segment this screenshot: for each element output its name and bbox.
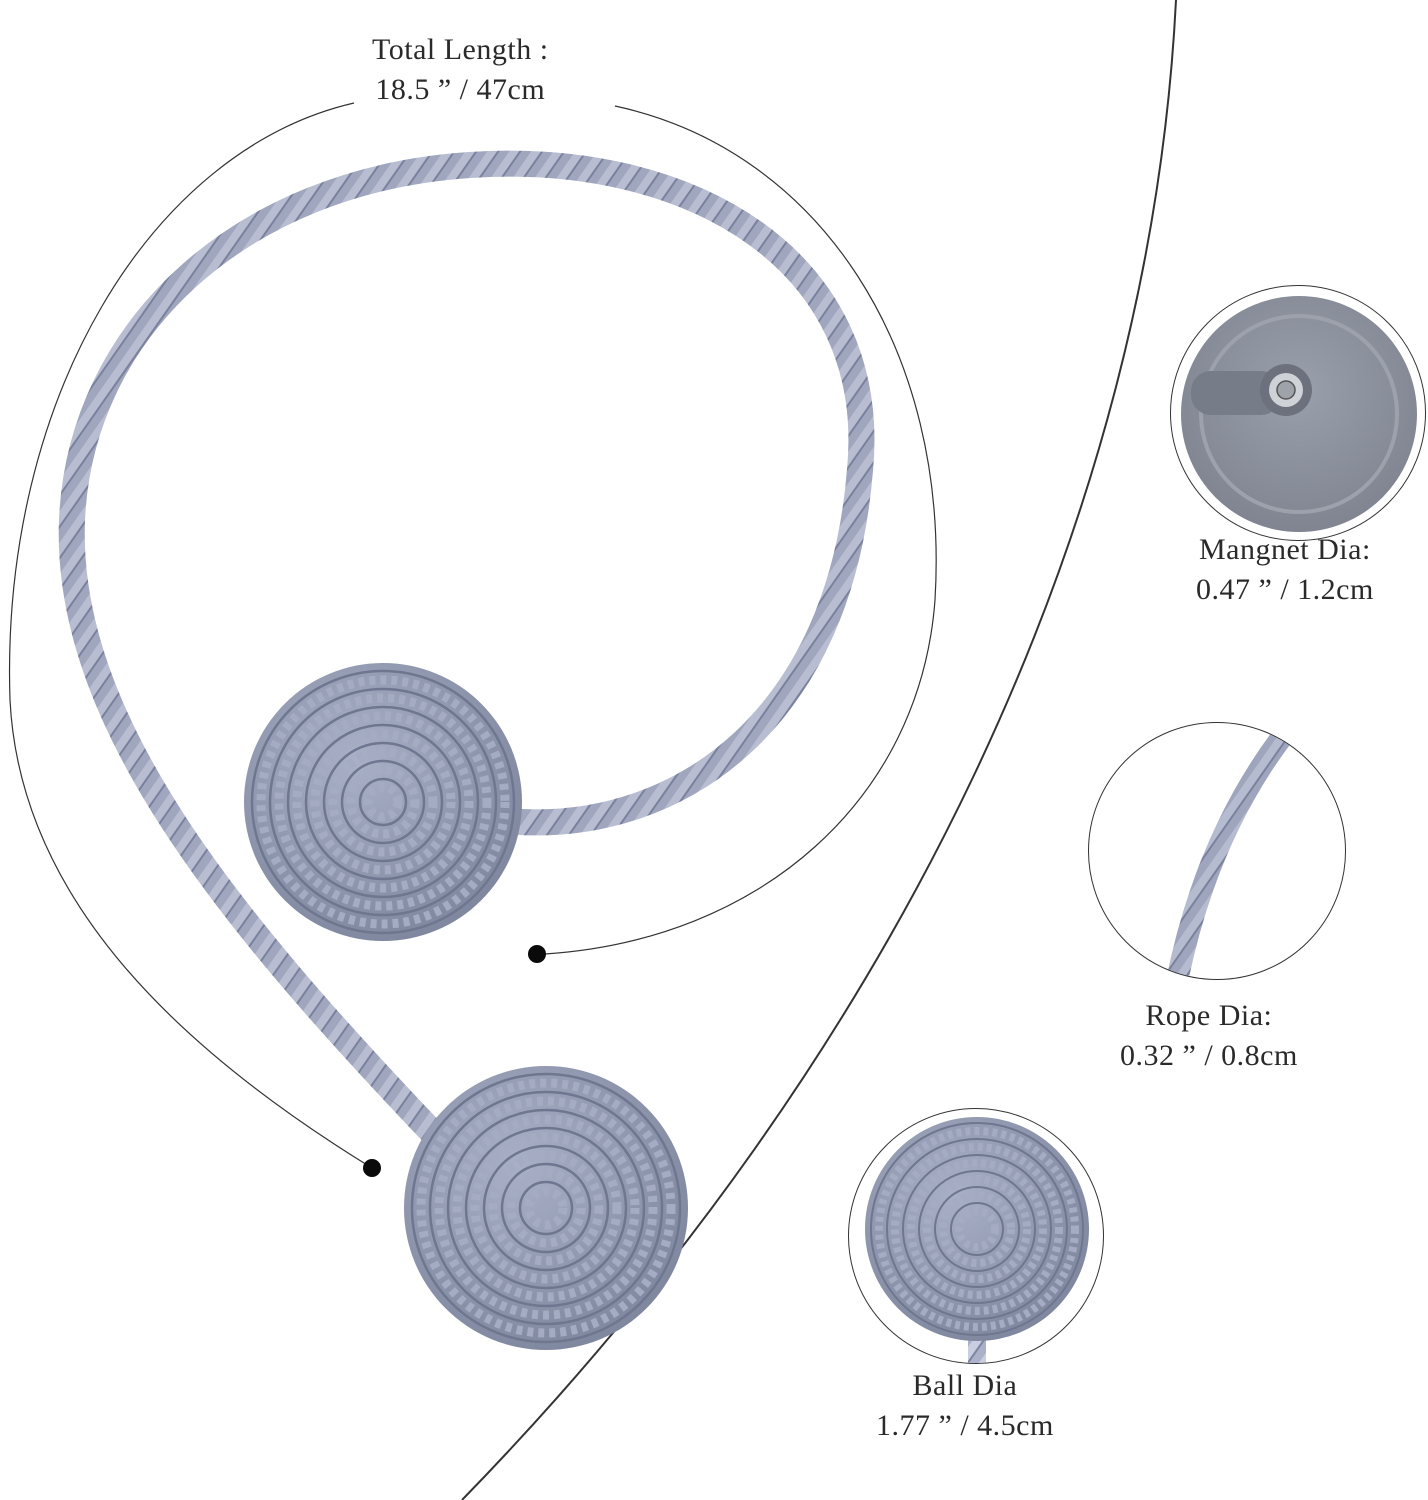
ball-title: Ball Dia bbox=[912, 1369, 1018, 1402]
ball-label: Ball Dia 1.77 ” / 4.5cm bbox=[876, 1366, 1054, 1446]
upper-ball bbox=[244, 663, 522, 941]
rope-title: Rope Dia: bbox=[1145, 999, 1273, 1032]
length-guide-left bbox=[8, 102, 373, 1169]
magnet-icon bbox=[1181, 296, 1417, 532]
magnet-title: Mangnet Dia: bbox=[1199, 533, 1371, 566]
ball-value: 1.77 ” / 4.5cm bbox=[876, 1409, 1054, 1442]
total-length-label: Total Length : 18.5 ” / 47cm bbox=[372, 30, 549, 110]
rope-value: 0.32 ” / 0.8cm bbox=[1120, 1039, 1298, 1072]
rope-ring bbox=[58, 150, 875, 1143]
ball-icon bbox=[865, 1117, 1089, 1363]
rope-label: Rope Dia: 0.32 ” / 0.8cm bbox=[1120, 996, 1298, 1076]
lower-ball-pointer-dot bbox=[363, 1159, 381, 1177]
length-guide-right bbox=[544, 105, 937, 955]
ball-detail-circle bbox=[848, 1108, 1104, 1364]
total-length-value: 18.5 ” / 47cm bbox=[375, 73, 546, 106]
magnet-value: 0.47 ” / 1.2cm bbox=[1196, 573, 1374, 606]
rope-segment-icon bbox=[1166, 726, 1294, 979]
lower-ball bbox=[404, 1066, 688, 1350]
magnet-detail-circle bbox=[1170, 285, 1426, 541]
upper-ball-pointer-dot bbox=[528, 945, 546, 963]
total-length-title: Total Length : bbox=[372, 33, 549, 66]
magnet-label: Mangnet Dia: 0.47 ” / 1.2cm bbox=[1196, 530, 1374, 610]
rope-detail-circle bbox=[1088, 722, 1346, 980]
